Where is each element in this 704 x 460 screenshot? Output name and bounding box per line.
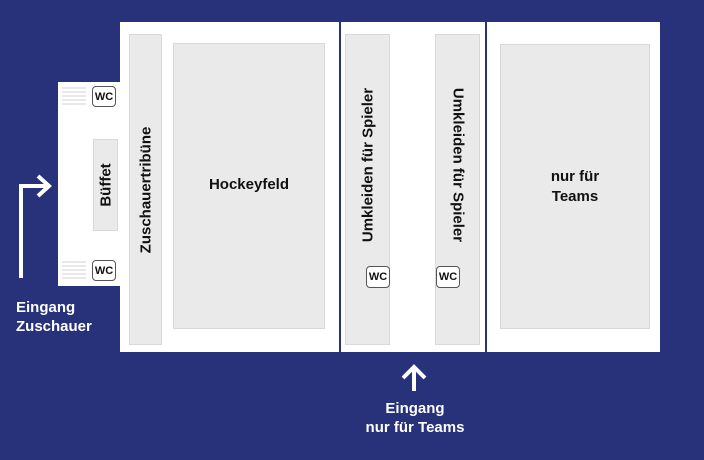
arrow-up-icon <box>401 364 427 391</box>
spectator-entrance-label: Eingang Zuschauer <box>16 298 92 336</box>
teams-only-label-line1: nur für <box>550 167 600 185</box>
hockey-field: Hockeyfeld <box>173 43 325 329</box>
buffet-label: Büffet <box>97 163 114 207</box>
teams-only-label-line2: Teams <box>551 187 599 205</box>
stairs-icon <box>62 87 86 105</box>
wc-badge-annex-top: WC <box>92 86 116 107</box>
wc-badge-changing-left: WC <box>366 266 390 288</box>
spectator-entrance-line1: Eingang <box>16 299 76 316</box>
hockey-field-label: Hockeyfeld <box>208 176 290 193</box>
changing-room-left-label: Umkleiden für Spieler <box>359 87 376 242</box>
spectator-entrance-line2: Zuschauer <box>16 318 92 335</box>
arrow-right-up-icon <box>19 174 52 278</box>
teams-entrance-label: Eingang nur für Teams <box>340 399 490 437</box>
teams-entrance-line1: Eingang <box>385 400 445 417</box>
buffet-room: Büffet <box>93 139 118 231</box>
changing-room-right-label: Umkleiden für Spieler <box>449 87 466 242</box>
changing-room-right: Umkleiden für Spieler <box>435 34 480 345</box>
spectator-stand: Zuschauertribüne <box>129 34 162 345</box>
teams-entrance-line2: nur für Teams <box>365 419 465 436</box>
stairs-icon <box>62 261 86 279</box>
teams-only-room: nur für Teams <box>500 44 650 329</box>
wc-badge-annex-bottom: WC <box>92 260 116 281</box>
changing-room-left: Umkleiden für Spieler <box>345 34 390 345</box>
spectator-stand-label: Zuschauertribüne <box>137 126 154 253</box>
wc-badge-changing-right: WC <box>436 266 460 288</box>
